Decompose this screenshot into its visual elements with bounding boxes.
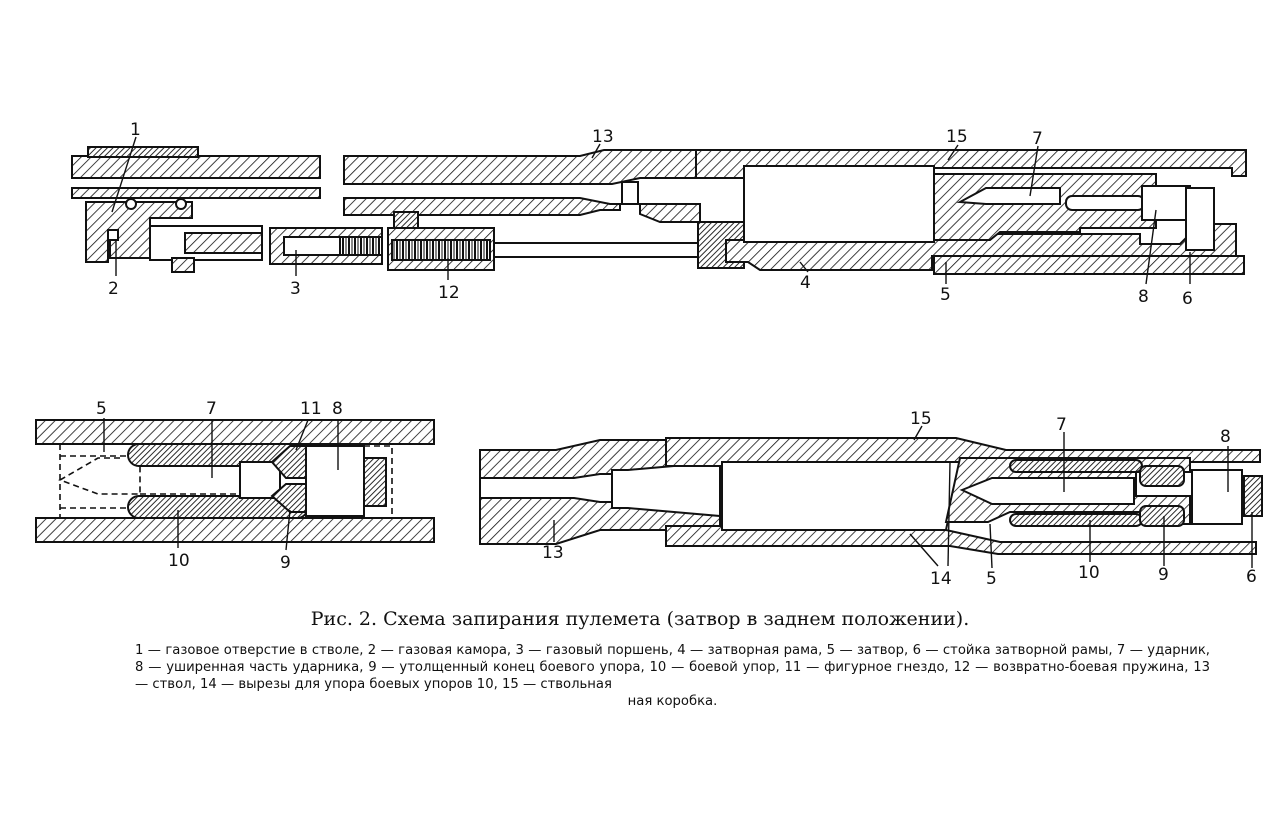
label-3: 3 [290, 279, 301, 299]
bottom-barrel-chamber [611, 460, 721, 518]
label-5: 5 [940, 285, 951, 305]
gas-piston-rod [339, 236, 383, 256]
gas-chamber-tube-inner [184, 232, 263, 254]
top-labels: 1 13 15 7 2 3 12 4 5 8 6 [108, 120, 1193, 309]
bottom-label-9: 9 [1158, 565, 1169, 585]
receiver [695, 149, 1247, 179]
bottom-label-5: 5 [986, 569, 997, 589]
barrel-block [393, 211, 419, 229]
label-1: 1 [130, 120, 141, 140]
firing-pin [1065, 195, 1145, 211]
barrel-taper [639, 203, 701, 223]
detail-post-outline [364, 445, 393, 519]
bottom-post [1243, 475, 1263, 517]
bottom-view: 15 7 8 13 14 5 10 9 6 [479, 409, 1263, 589]
top-view: 1 13 15 7 2 3 12 4 5 8 6 [71, 120, 1247, 309]
bottom-carrier-channel [721, 461, 962, 531]
bottom-locking-lug-bottom [1009, 513, 1143, 527]
detail-bottom-wall [35, 517, 435, 543]
bottom-label-14: 14 [930, 569, 952, 589]
bottom-locking-lug-top [1009, 459, 1143, 473]
bottom-label-10: 10 [1078, 563, 1100, 583]
barrel-bottom-wall [71, 187, 321, 199]
bolt-carrier [725, 223, 1237, 271]
label-7: 7 [1032, 129, 1043, 149]
bottom-label-8: 8 [1220, 427, 1231, 447]
bolt-carrier-post [1185, 187, 1215, 251]
label-12: 12 [438, 283, 460, 303]
top-leader-lines [111, 136, 1191, 285]
barrel [343, 149, 745, 185]
detail-leader-lines [103, 418, 339, 551]
bottom-label-13: 13 [542, 543, 564, 563]
gas-piston-bore [283, 236, 345, 256]
bottom-label-7: 7 [1056, 415, 1067, 435]
barrel-chamber-ring [621, 181, 639, 205]
bottom-label-6: 6 [1246, 567, 1257, 587]
detail-label-10: 10 [168, 551, 190, 571]
barrel-bore [343, 197, 621, 216]
label-6: 6 [1182, 289, 1193, 309]
detail-labels: 5 7 11 8 10 9 [96, 399, 343, 573]
gas-port-rivet-2 [175, 198, 187, 210]
firing-pin-head [1141, 185, 1191, 221]
bottom-lug-end-bottom [1139, 505, 1185, 527]
detail-bolt-outline [58, 444, 141, 518]
detail-view: 5 7 11 8 10 9 [35, 399, 435, 573]
bottom-lug-end-top [1139, 465, 1185, 487]
gas-port-rivet-1 [125, 198, 137, 210]
bottom-firing-pin-head [1191, 469, 1243, 525]
receiver-bottom [933, 255, 1245, 275]
bottom-label-15: 15 [910, 409, 932, 429]
detail-top-wall [35, 419, 435, 445]
detail-label-5: 5 [96, 399, 107, 419]
gas-chamber-lug [171, 257, 195, 273]
bottom-bolt-pin-channel [959, 477, 1135, 505]
detail-label-11: 11 [300, 399, 322, 419]
label-8: 8 [1138, 287, 1149, 307]
machine-gun-locking-diagram: 1 13 15 7 2 3 12 4 5 8 6 [35, 120, 1263, 589]
detail-post [363, 457, 387, 507]
gas-port-collar [87, 146, 199, 158]
label-13: 13 [592, 127, 614, 147]
detail-firing-pin-body [239, 461, 281, 499]
legend-last-line: ная коробка. [627, 694, 718, 709]
bolt-firing-pin-channel [956, 187, 1061, 205]
detail-label-8: 8 [332, 399, 343, 419]
label-15: 15 [946, 127, 968, 147]
figure-caption: Рис. 2. Схема запирания пулемета (затвор… [310, 608, 970, 630]
detail-label-7: 7 [206, 399, 217, 419]
label-2: 2 [108, 279, 119, 299]
return-spring [391, 239, 491, 261]
detail-label-9: 9 [280, 553, 291, 573]
barrel-top-wall [71, 155, 321, 179]
bolt-carrier-channel [743, 165, 935, 243]
detail-firing-pin-head [305, 445, 365, 517]
bottom-leader-lines [553, 425, 1253, 569]
bottom-labels: 15 7 8 13 14 5 10 9 6 [542, 409, 1257, 589]
figure-legend: 1 — газовое отверстие в стволе, 2 — газо… [135, 642, 1210, 710]
legend-text: 1 — газовое отверстие в стволе, 2 — газо… [135, 643, 1210, 692]
bottom-barrel-bore [479, 473, 613, 503]
label-4: 4 [800, 273, 811, 293]
